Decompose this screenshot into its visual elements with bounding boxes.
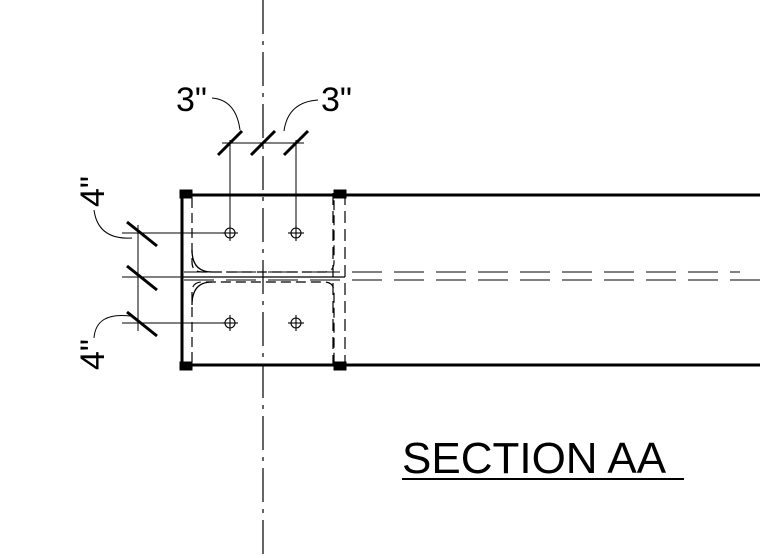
flange-block-bl [179, 361, 193, 371]
section-title: SECTION AA [402, 434, 667, 483]
flange-block-tr [333, 189, 347, 199]
leader-line [93, 209, 133, 239]
dimension-tick [249, 129, 277, 157]
leader-line [93, 314, 131, 339]
dimension-label-left-top: 4" [74, 176, 112, 207]
top-dimension [211, 97, 319, 225]
flange-block-br [333, 361, 347, 371]
dimension-tick [126, 264, 158, 292]
dimension-tick [282, 129, 310, 157]
flange-block-tl [179, 189, 193, 199]
dimension-label-top-left: 3" [176, 81, 207, 119]
bolts [222, 225, 304, 331]
column-section [179, 189, 347, 371]
dimension-label-left-bottom: 4" [74, 339, 112, 370]
bolt-icon [222, 315, 238, 331]
beam [184, 193, 760, 367]
leader-line [283, 99, 319, 132]
dimension-label-top-right: 3" [321, 81, 352, 119]
stiffener-bottom-solid [191, 281, 213, 306]
stiffener-top-solid [191, 249, 213, 273]
bolt-icon [288, 315, 304, 331]
dimension-tick [126, 310, 158, 338]
stiffener-top [191, 198, 335, 273]
bolt-icon [288, 225, 304, 241]
bolt-icon [222, 225, 238, 241]
left-dimension [93, 209, 222, 339]
dimension-tick [126, 220, 158, 248]
leader-line [211, 97, 241, 131]
dimension-tick [216, 129, 244, 157]
